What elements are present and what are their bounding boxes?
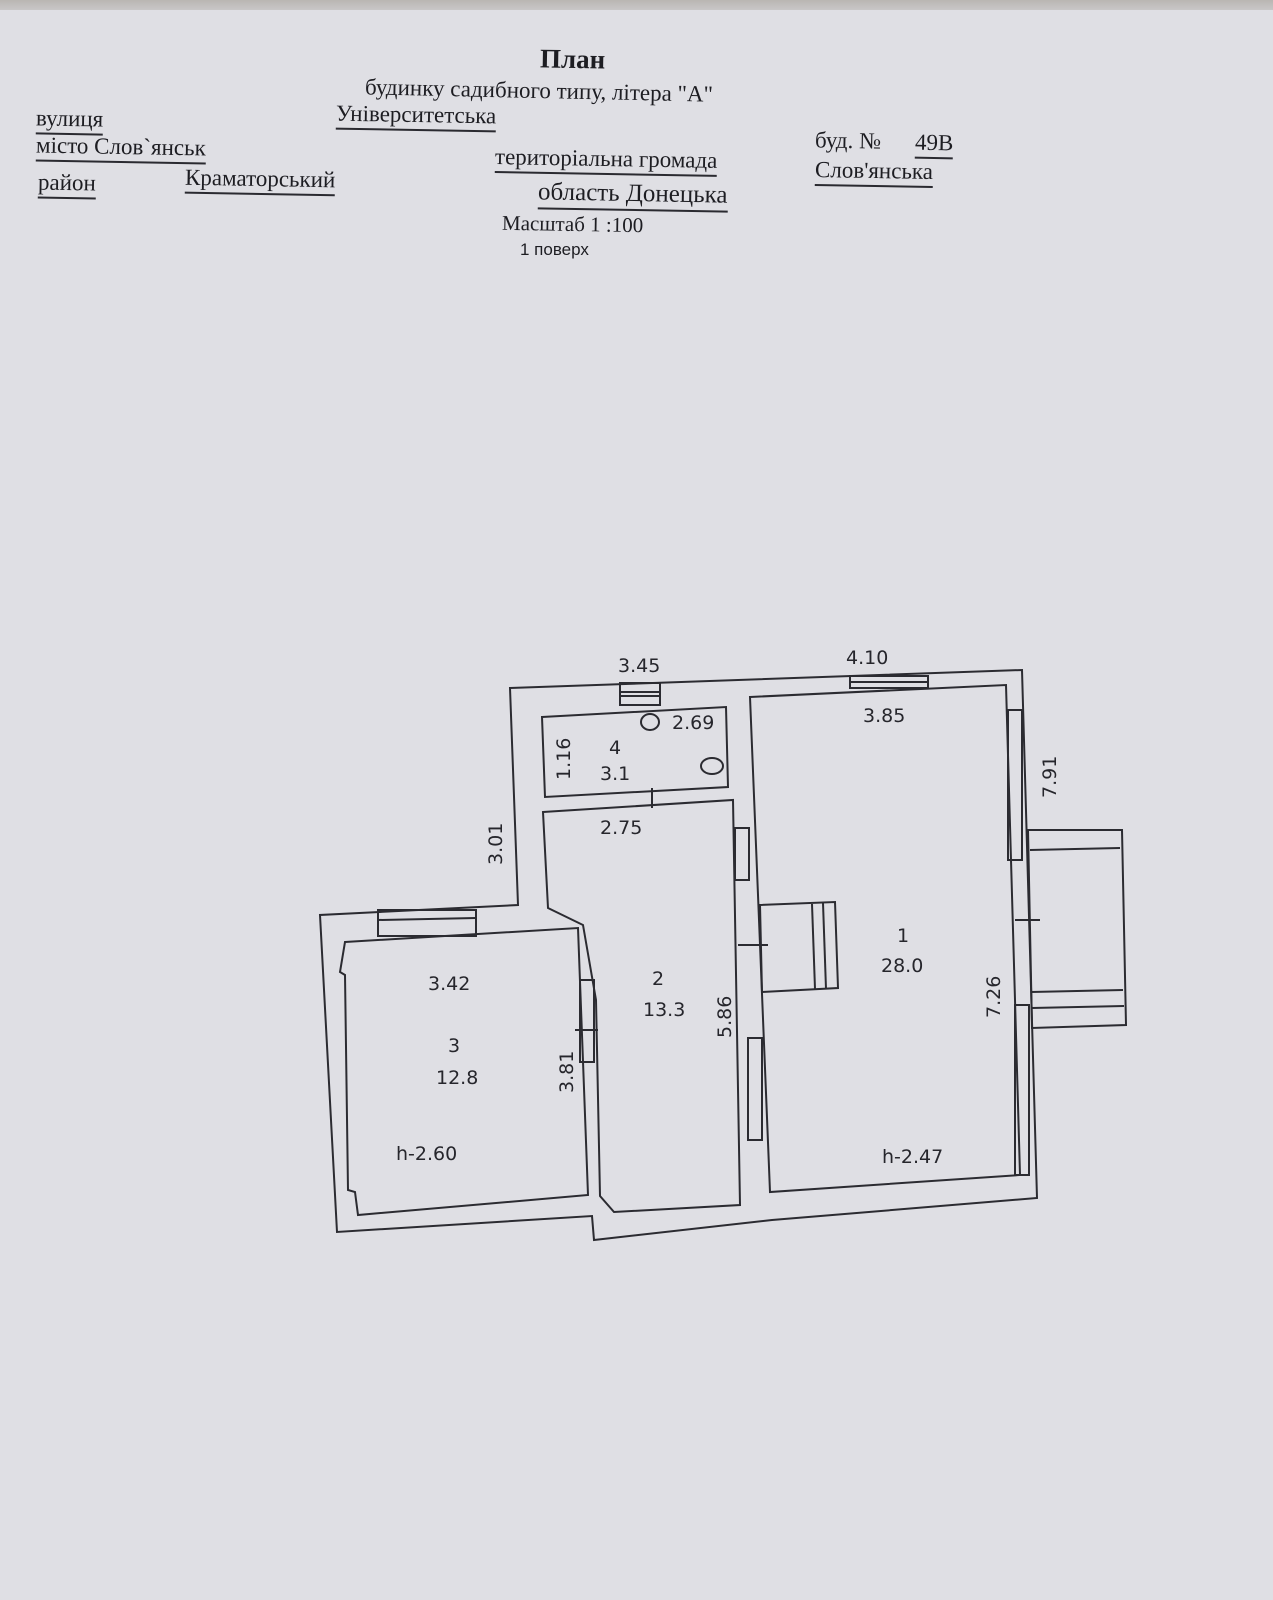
room-1-height: h-2.47	[882, 1146, 943, 1168]
room-4-area: 3.1	[600, 763, 630, 785]
toilet-icon	[700, 757, 724, 775]
room-3-outline	[338, 926, 590, 1217]
floor-label: 1 поверх	[520, 240, 589, 259]
dim-room1-top: 3.85	[863, 705, 905, 727]
room-1-number: 1	[897, 925, 909, 947]
doors	[575, 788, 1040, 1031]
windows	[377, 675, 1030, 1176]
dim-room1-right-inner: 7.26	[983, 976, 1005, 1018]
dim-room4-width: 2.69	[672, 712, 714, 734]
room-1-area: 28.0	[881, 955, 923, 977]
room-3-area: 12.8	[436, 1067, 478, 1089]
room-1-outline	[748, 683, 1022, 1194]
sink-icon	[640, 713, 660, 731]
dim-room2-width: 2.75	[600, 817, 642, 839]
room-3-height: h-2.60	[396, 1143, 457, 1165]
porch-steps	[1029, 847, 1125, 1009]
dim-room1-right-outer: 7.91	[1039, 756, 1061, 798]
room-4-outline	[540, 705, 730, 799]
room-2-area: 13.3	[643, 999, 685, 1021]
interior-stairs	[758, 900, 840, 994]
dim-room3-height: 3.81	[556, 1051, 578, 1093]
room-3-number: 3	[448, 1035, 460, 1057]
document-page	[0, 10, 1273, 1600]
dim-room2-height: 5.86	[714, 996, 736, 1038]
dim-left-wall: 3.01	[485, 823, 507, 865]
room-2-number: 2	[652, 968, 664, 990]
dim-top-right: 4.10	[846, 647, 888, 669]
porch	[1026, 829, 1128, 1030]
dim-top-left: 3.45	[618, 655, 660, 677]
dim-room4-height: 1.16	[553, 738, 575, 780]
room-2-outline	[541, 798, 742, 1214]
room-4-number: 4	[609, 737, 621, 759]
dim-room3-width: 3.42	[428, 973, 470, 995]
